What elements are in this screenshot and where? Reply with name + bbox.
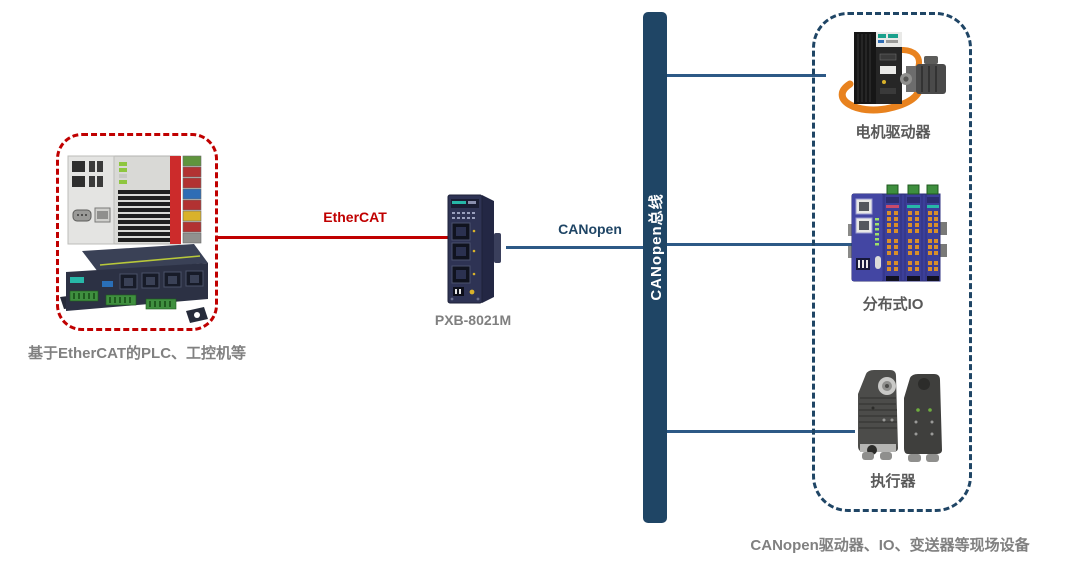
bus-branch-line-servo [667, 74, 826, 77]
gateway-model-label: PXB-8021M [434, 312, 512, 328]
gateway-image [444, 191, 506, 312]
servo-drive-image [828, 26, 960, 125]
distributed-io-icon [848, 184, 947, 282]
device-label-servo-drive: 电机驱动器 [855, 124, 931, 141]
distributed-io-image [848, 184, 948, 293]
device-label-distributed-io: 分布式IO [862, 296, 924, 313]
ethercat-group-box [56, 133, 218, 331]
bus-branch-line-actuator [667, 430, 855, 433]
ethercat-link-line [218, 236, 448, 239]
industrial-box-pc-icon [60, 244, 208, 323]
bus-branch-line-io [667, 243, 852, 246]
canopen-bus-bar [643, 12, 667, 523]
canopen-bus-label-wrap: CANopen总线 [645, 147, 665, 347]
actuator-icon [858, 370, 942, 462]
actuator-image [846, 362, 952, 469]
ethercat-link-label: EtherCAT [323, 209, 387, 225]
canopen-group-box [812, 12, 972, 512]
gateway-device-icon [447, 194, 501, 304]
ethercat-plc-image [66, 148, 208, 255]
left-group-caption: 基于EtherCAT的PLC、工控机等 [27, 345, 247, 362]
right-group-caption: CANopen驱动器、IO、变送器等现场设备 [750, 537, 1030, 554]
canopen-bus-label: CANopen总线 [647, 193, 665, 301]
industrial-box-pc-image [58, 241, 212, 334]
servo-drive-icon [838, 32, 946, 114]
plc-controller-icon [67, 155, 202, 245]
canopen-link-line [506, 246, 643, 249]
device-label-actuator: 执行器 [870, 473, 916, 490]
canopen-link-label: CANopen [558, 221, 622, 237]
